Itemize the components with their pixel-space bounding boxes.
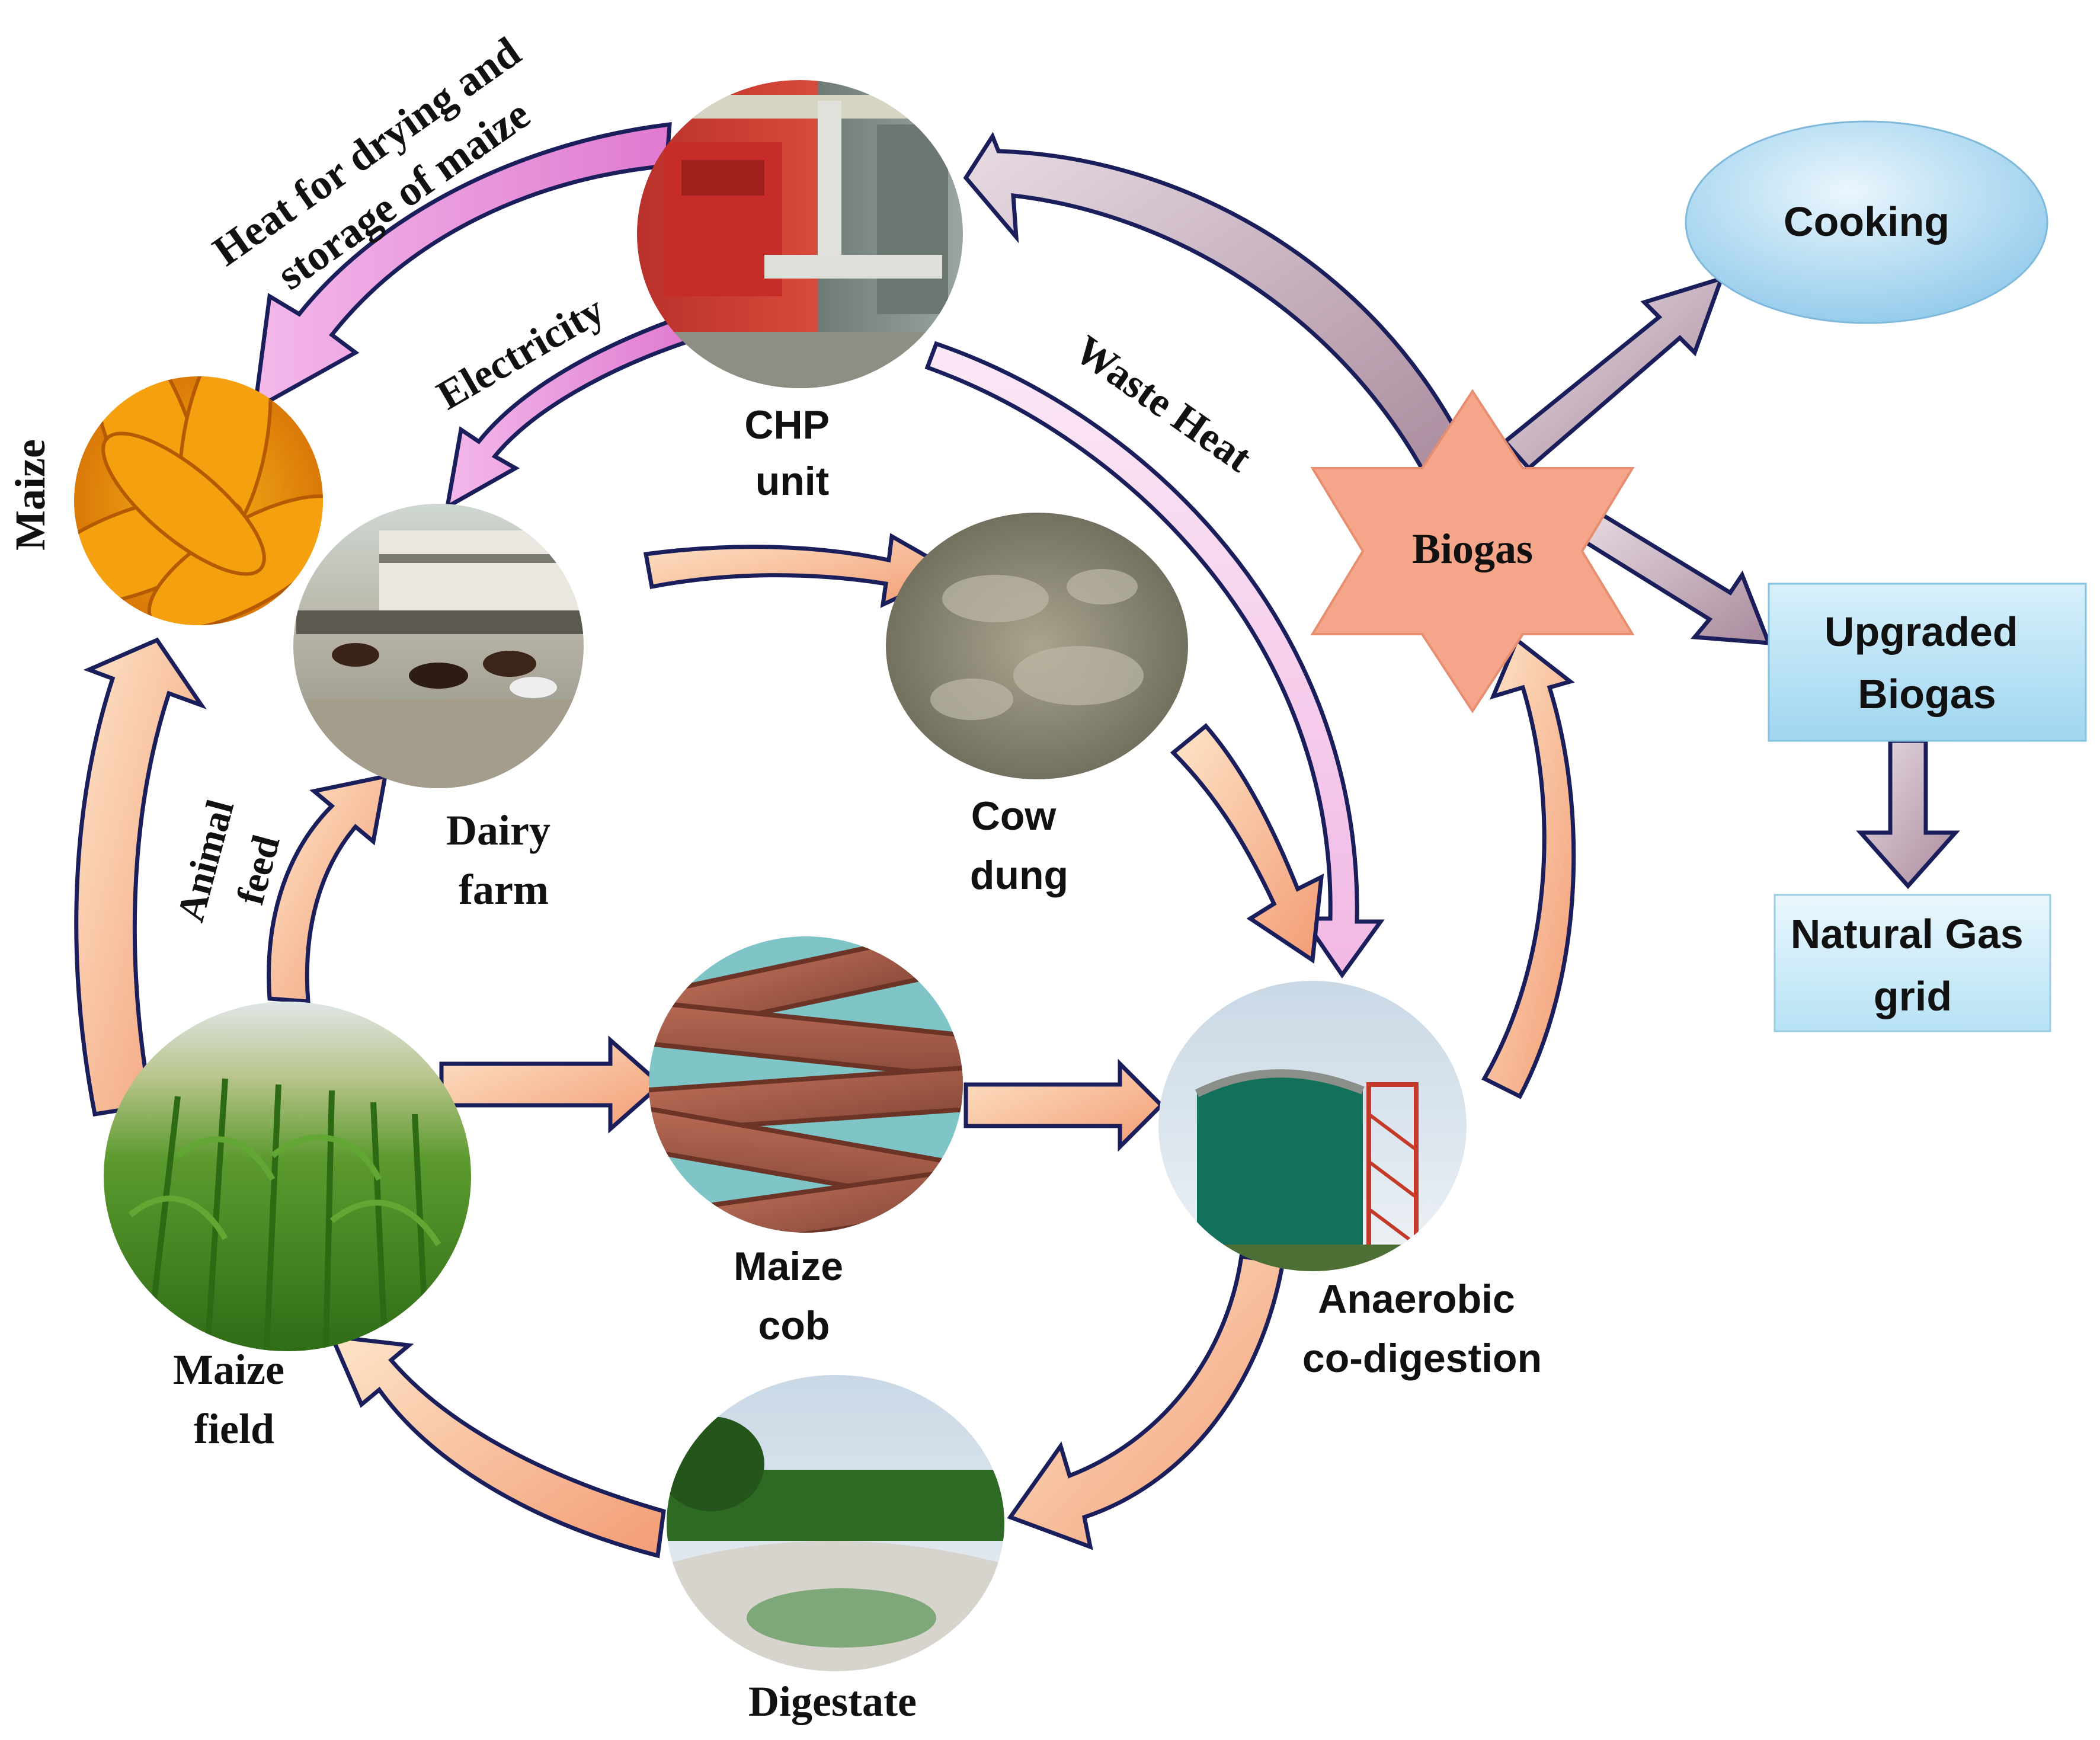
cooking-node: [1685, 120, 2048, 324]
maize-field-label: Maize field: [173, 1346, 295, 1453]
upgraded-to-grid-arrow: [1856, 738, 1960, 890]
field-to-maize-arrow: [74, 637, 207, 1117]
digester-photo: [1158, 981, 1467, 1271]
biogas-star: [1310, 389, 1635, 714]
biogas-to-chp-arrow: [963, 132, 1472, 477]
maize-label: Maize: [7, 439, 54, 551]
animal-feed-label-line1: Animal: [169, 795, 243, 926]
digester-to-biogas-arrow: [1481, 636, 1576, 1099]
electricity-arrow: [444, 314, 693, 511]
cow-dung-label: Cow dung: [970, 794, 1068, 898]
digester-to-digestate-arrow: [1007, 1254, 1286, 1550]
cob-to-digester-arrow: [963, 1058, 1164, 1152]
digester-label-line1: Anaerobic: [1318, 1277, 1515, 1322]
dairy-label-line1: Dairy: [446, 807, 550, 854]
upgraded-label-line2: Biogas: [1858, 671, 1996, 717]
dairy-farm-photo: [293, 504, 584, 788]
maize-field-label-line1: Maize: [173, 1346, 284, 1393]
digester-label: Anaerobic co-digestion: [1302, 1277, 1542, 1381]
upgraded-biogas-box: [1768, 583, 2087, 742]
maize-cob-photo: [649, 936, 963, 1233]
dairy-farm-label: Dairy farm: [446, 807, 561, 913]
digestate-photo: [667, 1375, 1004, 1671]
digestate-to-field-arrow: [328, 1333, 666, 1559]
cow-dung-label-line2: dung: [970, 853, 1068, 898]
cow-dung-photo: [886, 513, 1188, 779]
field-to-cob-arrow: [439, 1035, 664, 1134]
digester-label-line2: co-digestion: [1302, 1336, 1542, 1381]
natural-gas-grid-box: [1774, 894, 2051, 1032]
cow-dung-label-line1: Cow: [971, 794, 1057, 839]
biogas-to-upgraded-arrow: [1573, 507, 1772, 645]
natural-gas-grid-label: Natural Gas grid: [1791, 911, 2035, 1019]
waste-heat-arrow: [924, 341, 1385, 979]
biogas-label: Biogas: [1412, 525, 1533, 572]
animal-feed-arrow: [267, 773, 388, 1004]
maize-cob-label: Maize cob: [734, 1244, 854, 1348]
maize-cob-label-line2: cob: [758, 1303, 830, 1348]
maize-cob-label-line1: Maize: [734, 1244, 843, 1289]
biogas-to-cooking-arrow: [1502, 275, 1725, 471]
dung-to-digester-arrow: [1170, 723, 1324, 964]
upgraded-label-line1: Upgraded: [1824, 609, 2018, 655]
heat-arrow: [252, 122, 672, 413]
grid-label-line1: Natural Gas: [1791, 911, 2024, 957]
chp-label-line2: unit: [756, 459, 830, 504]
chp-label-line1: CHP: [744, 402, 828, 447]
digestate-label: Digestate: [748, 1678, 917, 1725]
maize-field-label-line2: field: [194, 1405, 274, 1453]
maize-field-photo: [104, 1002, 471, 1351]
chp-label: CHP unit: [744, 402, 840, 504]
grid-label-line2: grid: [1874, 973, 1952, 1019]
upgraded-biogas-label: Upgraded Biogas: [1824, 609, 2029, 717]
cooking-label: Cooking: [1784, 199, 1949, 245]
chp-unit-photo: [637, 80, 963, 388]
dairy-label-line2: farm: [459, 866, 549, 913]
